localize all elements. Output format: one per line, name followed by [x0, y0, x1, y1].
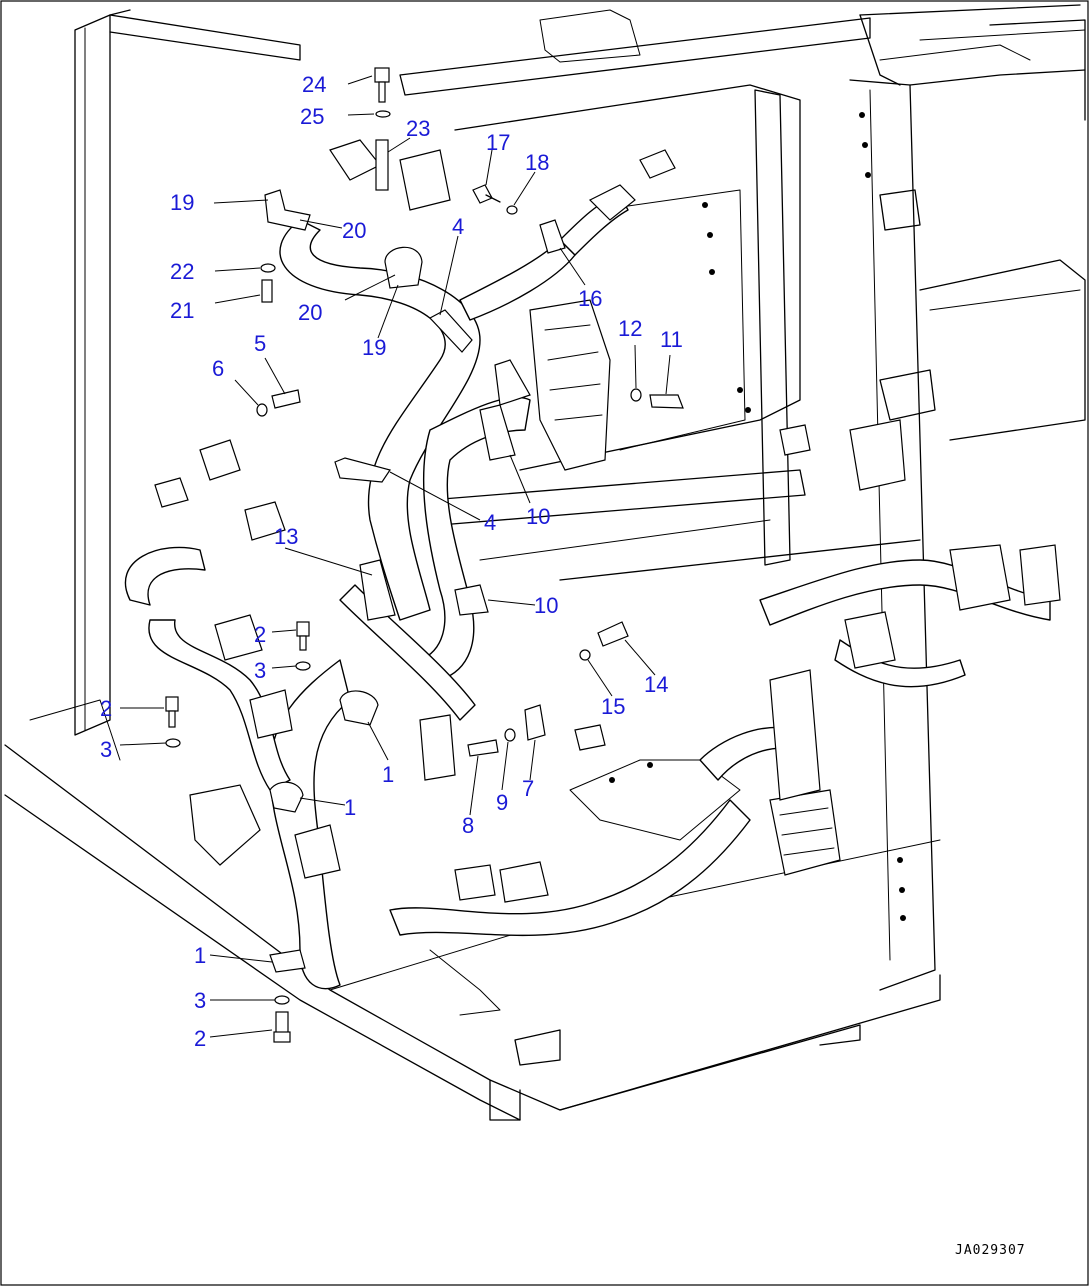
- leader-lines: [119, 75, 671, 1038]
- bolt-8: [467, 739, 499, 757]
- callout-1-mid: 1: [382, 762, 394, 787]
- callout-7: 7: [522, 776, 534, 801]
- clamp-1-bottom: [269, 949, 306, 973]
- bolt-2-mid: [296, 621, 310, 637]
- washer-18: [506, 205, 518, 215]
- drawing-code: JA029307: [955, 1243, 1026, 1258]
- callout-4-lower: 4: [484, 510, 496, 535]
- callout-3-left: 3: [100, 737, 112, 762]
- clamp-16: [539, 219, 566, 254]
- clamp-4-upper: [429, 309, 473, 353]
- clamp-10-right: [479, 404, 516, 461]
- clamps: [264, 189, 566, 973]
- clamp-4-lower: [334, 457, 391, 483]
- callout-10: 10: [526, 504, 550, 529]
- washer-15: [579, 649, 591, 661]
- cab-frame: [4, 4, 1086, 1121]
- spacer-23: [375, 139, 389, 191]
- bolt-11: [649, 394, 684, 409]
- callout-8: 8: [462, 813, 474, 838]
- callout-3-bottom: 3: [194, 988, 206, 1013]
- callout-20-lower: 20: [298, 300, 322, 325]
- callout-6: 6: [212, 356, 224, 381]
- callout-4: 4: [452, 214, 464, 239]
- clamp-13: [359, 559, 396, 621]
- callout-19-lower: 19: [362, 335, 386, 360]
- washer-6: [256, 403, 268, 417]
- callout-16: 16: [578, 286, 602, 311]
- callout-17: 17: [486, 130, 510, 155]
- callout-1-left: 1: [344, 795, 356, 820]
- components: [154, 139, 1061, 903]
- bolt-2-bottom: [275, 1011, 289, 1035]
- bolt-24: [374, 67, 390, 83]
- bolt-2-left: [165, 696, 179, 712]
- callout-13: 13: [274, 524, 298, 549]
- callout-10-lower: 10: [534, 593, 558, 618]
- clamp-1-mid: [339, 690, 379, 726]
- clamp-10-lower: [454, 584, 489, 616]
- clamp-19-lower: [384, 246, 423, 289]
- callout-labels: 24 25 23 17 18 19 20 4 22 21 20 19 16 12…: [100, 72, 683, 1051]
- washer-3-mid: [295, 661, 311, 671]
- callout-22: 22: [170, 259, 194, 284]
- wiring-harness: [124, 194, 1051, 990]
- callout-25: 25: [300, 104, 324, 129]
- clamp-19-upper: [264, 189, 311, 231]
- fasteners: [165, 67, 684, 1043]
- callout-5: 5: [254, 331, 266, 356]
- callout-2-bottom: 2: [194, 1026, 206, 1051]
- washer-22: [260, 263, 276, 273]
- clamp-7: [524, 704, 546, 741]
- callout-15: 15: [601, 694, 625, 719]
- callout-21: 21: [170, 298, 194, 323]
- washer-12: [630, 388, 642, 402]
- callout-12: 12: [618, 316, 642, 341]
- callout-2-mid: 2: [254, 622, 266, 647]
- callout-1-bottom: 1: [194, 943, 206, 968]
- bolt-14: [597, 621, 629, 647]
- bolt-21: [261, 279, 273, 303]
- washer-3-bottom: [274, 995, 290, 1005]
- callout-24: 24: [302, 72, 326, 97]
- callout-3-mid: 3: [254, 658, 266, 683]
- clamp-10-upper: [494, 359, 531, 406]
- washer-3-left: [165, 738, 181, 748]
- callout-18: 18: [525, 150, 549, 175]
- callout-14: 14: [644, 672, 668, 697]
- washer-25: [375, 110, 391, 118]
- washer-9: [504, 728, 516, 742]
- callout-23: 23: [406, 116, 430, 141]
- callout-2-left: 2: [100, 696, 112, 721]
- bolt-17: [472, 184, 493, 204]
- bolt-5: [271, 389, 301, 409]
- callout-11: 11: [660, 327, 683, 352]
- callout-20: 20: [342, 218, 366, 243]
- callout-19: 19: [170, 190, 194, 215]
- clamp-1-left: [269, 781, 304, 813]
- callout-9: 9: [496, 790, 508, 815]
